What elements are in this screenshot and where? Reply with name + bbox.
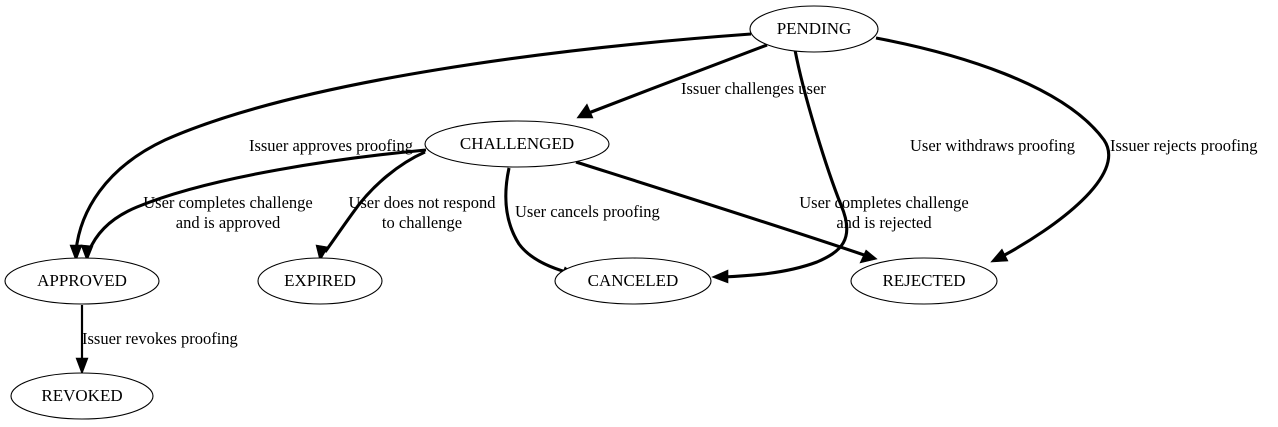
edge-label-user-cancels-proofing: User cancels proofing: [515, 202, 660, 221]
edge-label-user-completes-challenge-rejected-line1: User completes challenge: [799, 193, 969, 212]
node-pending-label: PENDING: [777, 19, 852, 38]
node-revoked-label: REVOKED: [41, 386, 122, 405]
edge-challenged-expired-path: [323, 150, 426, 253]
edge-challenged-canceled-path: [504, 167, 567, 274]
edge-challenged-expired: User does not respond to challenge: [315, 150, 496, 262]
edge-challenged-approved-arrowhead: [80, 244, 94, 262]
edge-label-issuer-challenges-user: Issuer challenges user: [681, 79, 826, 98]
edge-pending-approved: Issuer approves proofing: [69, 32, 752, 262]
edge-challenged-rejected: User completes challenge and is rejected: [575, 160, 969, 264]
edge-pending-challenged: Issuer challenges user: [576, 43, 826, 119]
edge-pending-challenged-arrowhead: [576, 103, 594, 119]
edge-pending-approved-path: [74, 32, 752, 252]
node-revoked-ellipse[interactable]: [10, 372, 154, 420]
node-approved-label: APPROVED: [37, 271, 127, 290]
edge-label-issuer-revokes-proofing: Issuer revokes proofing: [82, 329, 238, 348]
edge-label-user-does-not-respond-line1: User does not respond: [348, 193, 496, 212]
node-canceled-ellipse[interactable]: [554, 257, 712, 305]
edge-pending-rejected-path: [875, 36, 1111, 259]
node-challenged-label: CHALLENGED: [460, 134, 574, 153]
edge-label-user-withdraws-proofing: User withdraws proofing: [910, 136, 1075, 155]
edge-approved-revoked-arrowhead: [75, 357, 89, 375]
node-expired-ellipse[interactable]: [257, 257, 383, 305]
node-rejected-label: REJECTED: [882, 271, 965, 290]
node-pending-ellipse[interactable]: [749, 5, 879, 53]
node-challenged-ellipse[interactable]: [424, 120, 610, 168]
node-revoked[interactable]: REVOKED: [10, 372, 154, 420]
edge-pending-canceled: User withdraws proofing: [711, 49, 1075, 284]
edge-challenged-rejected-arrowhead: [859, 249, 878, 264]
edge-challenged-expired-arrowhead: [315, 244, 329, 262]
edge-pending-canceled-arrowhead: [711, 269, 729, 284]
node-expired[interactable]: EXPIRED: [257, 257, 383, 305]
edge-approved-revoked: Issuer revokes proofing: [75, 305, 238, 375]
edge-label-user-completes-challenge-rejected-line2: and is rejected: [836, 213, 932, 232]
edge-label-user-completes-challenge-approved-line2: and is approved: [176, 213, 281, 232]
edge-challenged-approved-path: [87, 148, 427, 252]
edge-label-user-does-not-respond-line2: to challenge: [382, 213, 462, 232]
edge-label-issuer-approves-proofing: Issuer approves proofing: [249, 136, 413, 155]
edge-pending-rejected-arrowhead: [990, 248, 1009, 263]
edge-pending-approved-arrowhead: [69, 244, 83, 262]
edge-label-issuer-rejects-proofing: Issuer rejects proofing: [1110, 136, 1258, 155]
edge-pending-challenged-path: [585, 43, 768, 116]
node-approved[interactable]: APPROVED: [4, 257, 160, 305]
edge-challenged-rejected-path: [575, 160, 868, 258]
node-pending[interactable]: PENDING: [749, 5, 879, 53]
node-rejected[interactable]: REJECTED: [850, 257, 998, 305]
edge-label-user-completes-challenge-approved-line1: User completes challenge: [143, 193, 313, 212]
node-rejected-ellipse[interactable]: [850, 257, 998, 305]
edge-pending-canceled-path: [722, 49, 849, 279]
edge-challenged-approved: User completes challenge and is approved: [80, 148, 427, 262]
node-approved-ellipse[interactable]: [4, 257, 160, 305]
node-challenged[interactable]: CHALLENGED: [424, 120, 610, 168]
node-canceled-label: CANCELED: [588, 271, 679, 290]
edge-pending-rejected: Issuer rejects proofing: [875, 36, 1258, 263]
node-canceled[interactable]: CANCELED: [554, 257, 712, 305]
node-expired-label: EXPIRED: [284, 271, 356, 290]
